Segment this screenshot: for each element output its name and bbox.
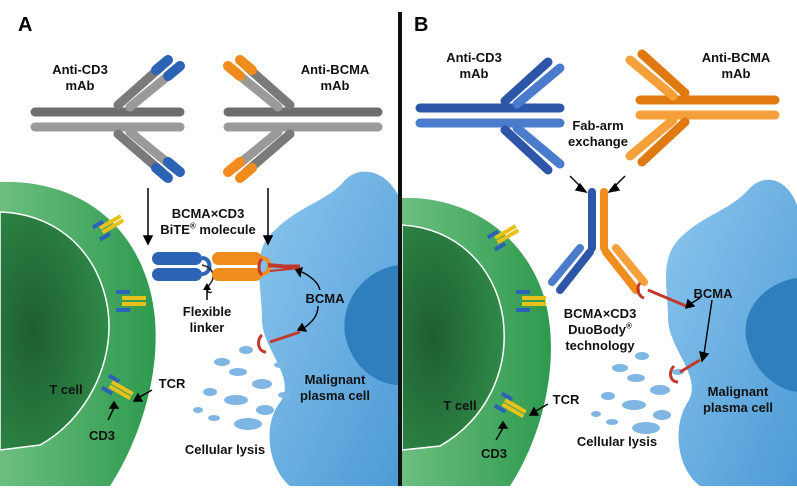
plasma-cell-a (259, 171, 398, 486)
lysis-droplets-b (591, 352, 684, 434)
bcma-receptors-b (636, 282, 701, 384)
tcr-cd3-arrows-a (107, 389, 153, 421)
bcma-receptors-a (257, 257, 301, 354)
panel-a-artwork (0, 55, 398, 486)
tcr-label-b: TCR (552, 392, 580, 407)
arrows-to-duobody (569, 175, 626, 194)
panel-b-letter: B (414, 14, 429, 36)
bcma-arrows-a (294, 266, 321, 332)
anti-bcma-mab-b (625, 49, 780, 167)
t-cell-label-b: T cell (443, 398, 477, 413)
panel-a-letter: A (18, 14, 33, 36)
cd3-label-a: CD3 (88, 428, 115, 443)
anti-bcma-mab-a (223, 55, 383, 183)
panel-divider (398, 12, 402, 486)
arrows-to-bite (142, 188, 274, 246)
tcr-complexes-a (91, 214, 146, 401)
tcr-label-a: TCR (158, 376, 186, 391)
duobody-label: BCMA×CD3 DuoBody® technology (563, 306, 637, 353)
panel-b-artwork (401, 49, 797, 487)
tcr-cd3-arrows-b (495, 403, 549, 441)
linker-arrow (203, 283, 211, 300)
bcma-label-b: BCMA (693, 286, 733, 301)
t-cell-nucleus-a (0, 211, 110, 451)
anti-cd3-mab-a (30, 55, 185, 183)
bcma-arrows-b (685, 297, 713, 363)
cd3-label-b: CD3 (480, 446, 507, 461)
plasma-nucleus-b (745, 278, 797, 392)
duobody-molecule (548, 188, 648, 294)
tcr-complexes-b (486, 224, 546, 419)
t-cell-label-a: T cell (49, 382, 83, 397)
cellular-lysis-label-b: Cellular lysis (576, 434, 658, 449)
t-cell-nucleus-b (401, 224, 505, 451)
cellular-lysis-label-a: Cellular lysis (184, 442, 266, 457)
plasma-nucleus-a (344, 265, 398, 385)
bite-molecule-label: BCMA×CD3 BiTE® molecule (160, 206, 256, 237)
anti-cd3-mab-b (415, 57, 565, 175)
bcma-label-a: BCMA (305, 291, 345, 306)
plasma-cell-b (665, 179, 797, 487)
lysis-droplets-a (193, 346, 290, 430)
